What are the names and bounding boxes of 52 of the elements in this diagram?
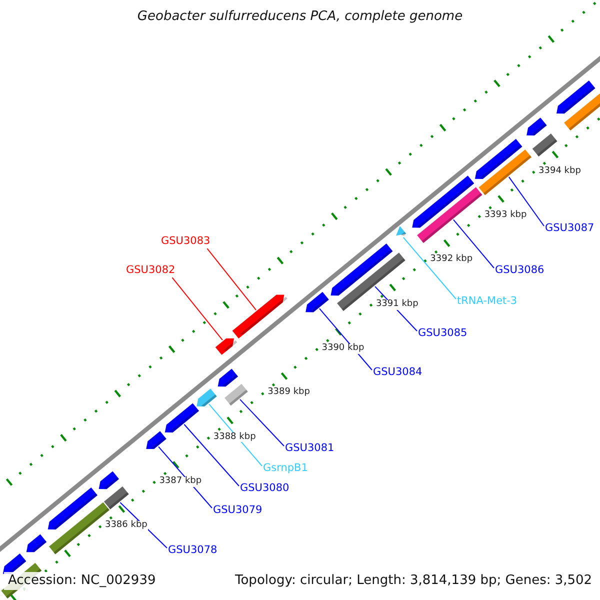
leader-line [239,398,284,446]
gene-block [526,118,547,136]
gene-block [556,80,596,114]
gene-block [196,388,217,406]
leader-line [402,236,456,300]
position-label: 3386 kbp [104,521,148,532]
gene-label: GSU3078 [168,545,218,557]
gene-bar [104,486,129,510]
gene-label: GSU3082 [126,265,176,277]
trna-triangle [396,226,406,236]
leader-line [172,277,223,341]
position-label: 3387 kbp [158,476,203,487]
gene-bar [478,149,532,196]
leader-line [184,424,240,486]
gene-label: GsrnpB1 [263,463,308,475]
position-label: 3388 kbp [212,432,257,442]
gene-label: GSU3081 [285,443,334,455]
gene-block [218,368,238,387]
gene-label: GSU3080 [240,483,290,495]
position-label: 3389 kbp [266,388,311,398]
gene-label: GSU3079 [213,505,262,517]
gene-label: GSU3084 [373,367,422,379]
gene-label: GSU3083 [161,236,210,248]
gene-label: tRNA-Met-3 [457,296,518,308]
gene-bar [564,94,600,131]
gene-block [26,534,47,552]
gene-block [306,292,329,312]
diagram-title: Geobacter sulfurreducens PCA, complete genome [136,10,464,24]
leader-line [206,248,257,311]
gene-bar [224,384,248,406]
gene-block [2,554,26,574]
gene-block [232,294,288,338]
gene-label: GSU3087 [545,223,594,235]
position-label: 3393 kbp [483,211,528,221]
gene-block [330,244,393,296]
leader-line [508,176,544,226]
gene-bar [532,134,558,156]
leader-line [452,219,494,268]
position-label: 3394 kbp [538,166,582,177]
position-label: 3392 kbp [429,255,474,266]
gene-bar [417,187,482,243]
gene-label: GSU3085 [418,328,468,340]
gene-block [474,138,522,179]
gene-block [412,176,474,228]
gene-block [146,431,166,450]
position-label: 3391 kbp [374,300,420,310]
gene-block [215,338,238,355]
gene-block [164,403,200,432]
gene-label: GSU3086 [495,265,544,277]
gene-block [98,471,119,490]
position-label: 3390 kbp [320,344,366,354]
gene-block [48,488,98,530]
